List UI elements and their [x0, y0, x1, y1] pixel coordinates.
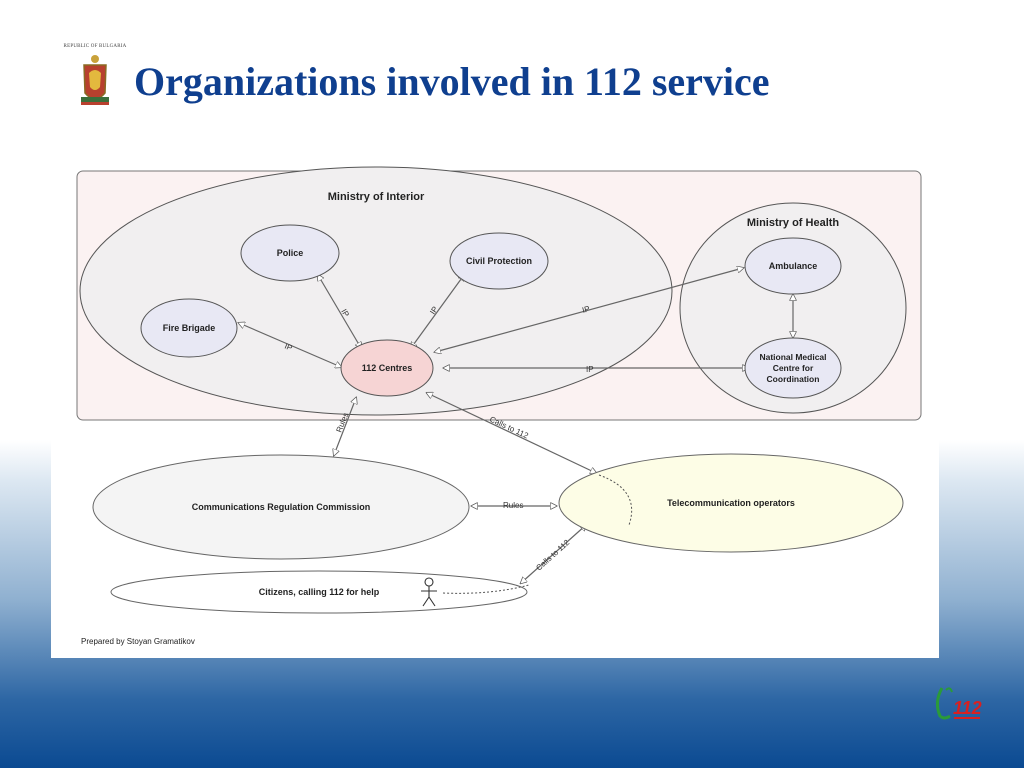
- civil-protection-label: Civil Protection: [466, 256, 532, 266]
- node-citizens: Citizens, calling 112 for help: [110, 570, 530, 614]
- person-icon: [421, 577, 437, 607]
- node-civil-protection: Civil Protection: [449, 232, 549, 290]
- diagram-canvas: Ministry of Interior Ministry of Health …: [51, 105, 939, 658]
- citizens-label: Citizens, calling 112 for help: [259, 587, 380, 597]
- nmcc-label-line2: Centre for: [773, 363, 814, 373]
- police-label: Police: [277, 248, 304, 258]
- telecom-label: Telecommunication operators: [667, 498, 795, 508]
- fire-brigade-label: Fire Brigade: [163, 323, 216, 333]
- coat-of-arms-icon: [81, 55, 109, 106]
- node-telecommunication-operators: Telecommunication operators: [558, 453, 904, 553]
- fire-brigade-link: [239, 323, 341, 367]
- crc-label: Communications Regulation Commission: [192, 502, 371, 512]
- ambulance-link: [435, 268, 743, 352]
- logo-112-text: 112: [953, 698, 982, 718]
- ip-label-fire: IP: [283, 342, 293, 353]
- ambulance-label: Ambulance: [769, 261, 818, 271]
- nmcc-label-line1: National Medical: [759, 352, 826, 362]
- ip-label-civil: IP: [428, 305, 440, 316]
- crest-caption: Republic of Bulgaria: [63, 44, 127, 49]
- ip-label-police: IP: [339, 308, 351, 319]
- connections: [239, 268, 793, 583]
- centres-telecom-link: [427, 393, 596, 473]
- ip-label-ambulance: IP: [581, 304, 591, 315]
- emergency-112-logo: 112: [935, 687, 982, 720]
- rules-label-telecom: Rules: [503, 501, 523, 510]
- ministry-of-health-label: Ministry of Health: [747, 217, 840, 229]
- node-112-centres: 112 Centres: [340, 339, 434, 397]
- nmcc-label-line3: Coordination: [767, 374, 820, 384]
- node-communications-regulation-commission: Communications Regulation Commission: [92, 454, 470, 560]
- crest: Republic of Bulgaria: [60, 44, 130, 116]
- ministry-of-interior-label: Ministry of Interior: [328, 191, 425, 203]
- page-title: Organizations involved in 112 service: [134, 59, 770, 104]
- citizens-telecom-link: [521, 525, 586, 583]
- credit-text: Prepared by Stoyan Gramatikov: [81, 637, 195, 646]
- ip-label-nmcc: IP: [586, 365, 594, 374]
- police-link: [318, 275, 361, 348]
- node-police: Police: [240, 224, 340, 282]
- centres-crc-link: [334, 398, 356, 455]
- organizations-diagram: Ministry of Interior Ministry of Health …: [76, 166, 922, 646]
- centres-label: 112 Centres: [362, 363, 413, 373]
- node-national-medical-centre: National Medical Centre for Coordination: [744, 337, 842, 399]
- node-fire-brigade: Fire Brigade: [140, 298, 238, 358]
- node-ambulance: Ambulance: [744, 237, 842, 295]
- calls-label-citizens: Calls to 112: [534, 538, 571, 573]
